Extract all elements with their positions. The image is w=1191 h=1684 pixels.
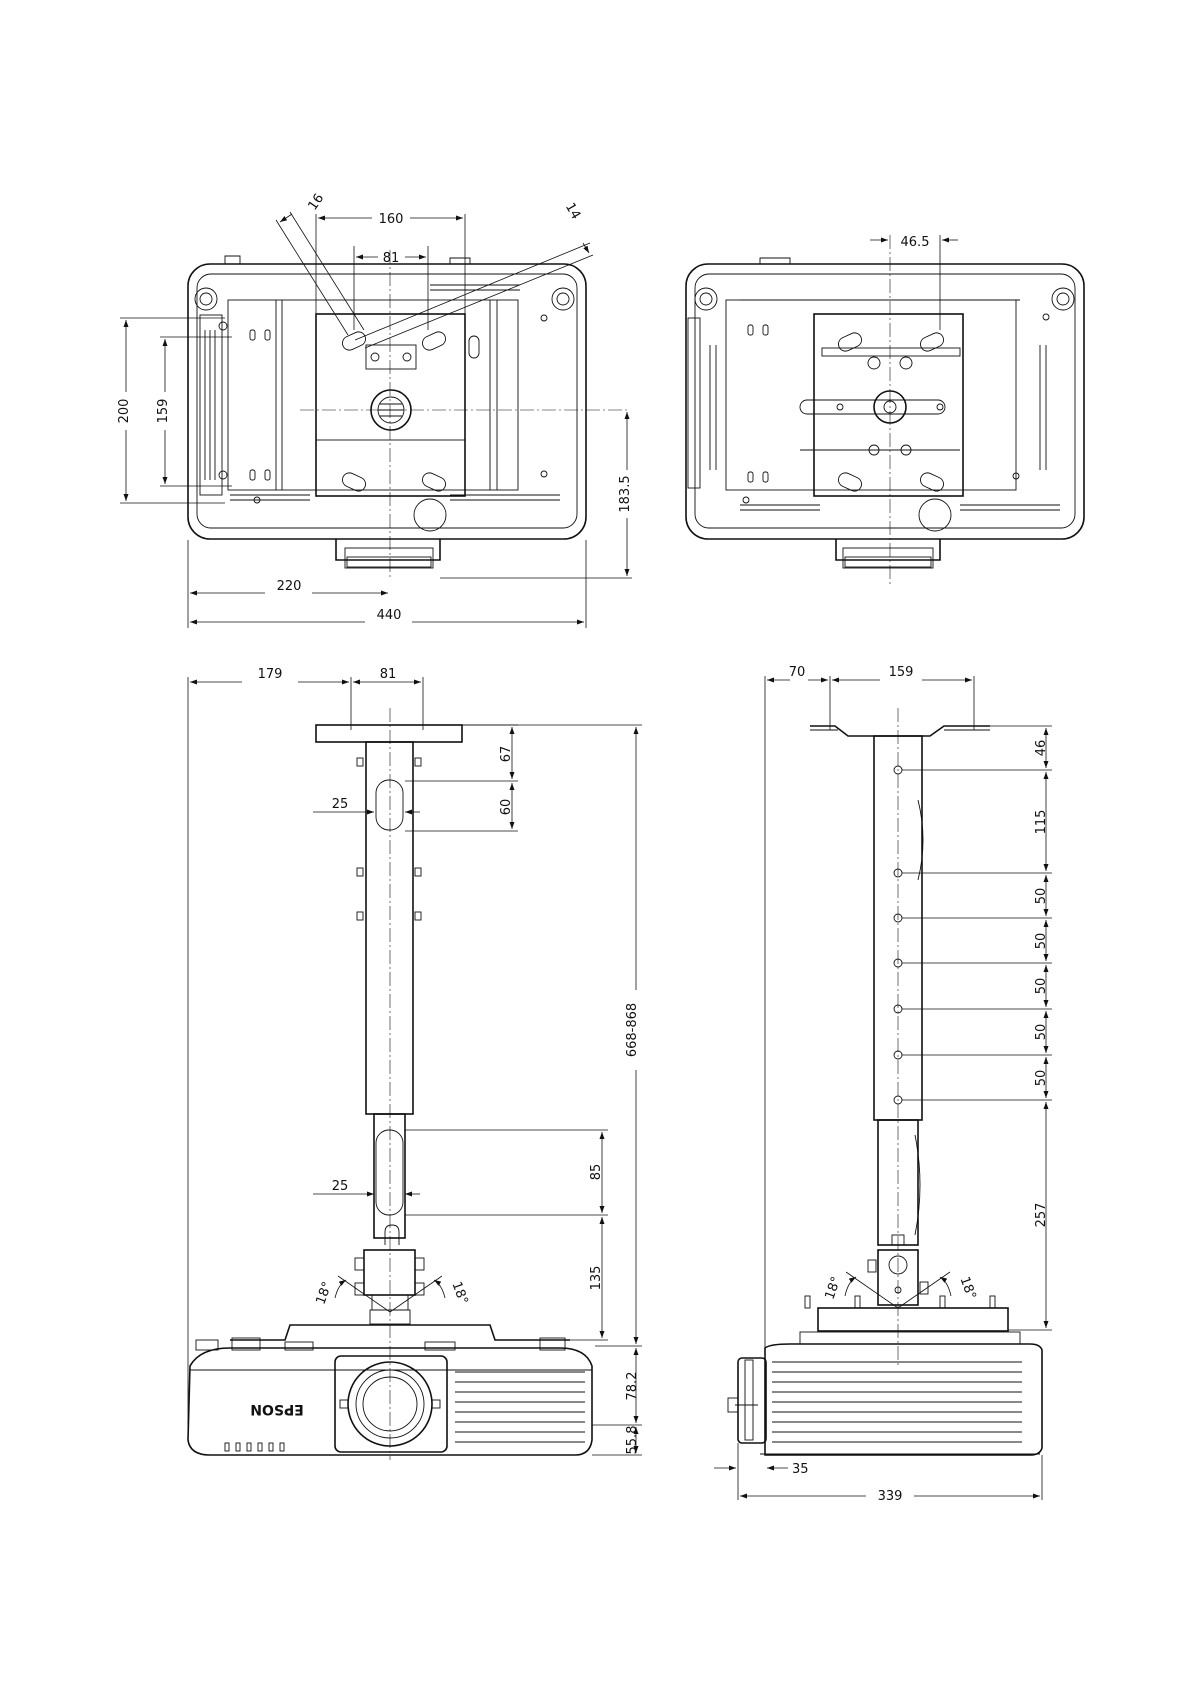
dim-115: 115 [1034, 810, 1049, 835]
dim-14: 14 [562, 200, 583, 222]
dimensions-top-right: 46.5 [870, 235, 958, 330]
angle-18-left-side: 18° [822, 1275, 844, 1302]
dim-81-front: 81 [380, 667, 397, 682]
dim-257: 257 [1034, 1203, 1049, 1228]
dim-159-side: 159 [889, 665, 914, 680]
brand-logo: EPSON [250, 1401, 304, 1417]
projector-side [728, 1344, 1042, 1455]
view-top-right: 46.5 [686, 235, 1084, 585]
dim-220: 220 [277, 579, 302, 594]
dim-159: 159 [156, 399, 171, 424]
dim-25-bottom: 25 [332, 1179, 349, 1194]
dim-183-5: 183.5 [618, 475, 633, 512]
dim-16: 16 [306, 191, 328, 213]
dim-46-5: 46.5 [901, 235, 930, 250]
dim-85: 85 [589, 1164, 604, 1181]
dim-440: 440 [377, 608, 402, 623]
dimensions-top-left: 160 81 16 14 200 [117, 191, 633, 628]
dim-50-5: 50 [1034, 1070, 1049, 1087]
dim-60: 60 [499, 799, 514, 816]
dim-55-8: 55.8 [625, 1426, 640, 1455]
dim-179: 179 [258, 667, 283, 682]
dim-67: 67 [499, 746, 514, 763]
view-top-left: 160 81 16 14 200 [117, 191, 633, 628]
angle-18-right: 18° [449, 1280, 471, 1307]
mount-pole-side [800, 726, 1020, 1344]
dim-339: 339 [878, 1489, 903, 1504]
dimensions-front: 179 81 67 60 25 668-868 [188, 667, 642, 1455]
dim-78-2: 78.2 [625, 1372, 640, 1401]
dim-50-3: 50 [1034, 978, 1049, 995]
dim-50-2: 50 [1034, 933, 1049, 950]
dim-135: 135 [589, 1266, 604, 1291]
ceiling-plate-right [800, 314, 963, 531]
projector-outline-right [686, 258, 1084, 539]
dim-81: 81 [383, 251, 400, 266]
angle-18-right-side: 18° [957, 1275, 979, 1302]
dim-35: 35 [792, 1462, 809, 1477]
dim-50-1: 50 [1034, 888, 1049, 905]
dim-70: 70 [789, 665, 806, 680]
dim-160: 160 [379, 212, 404, 227]
ceiling-plate [316, 314, 479, 531]
mount-pole-front [230, 725, 570, 1340]
dim-668-868: 668-868 [625, 1003, 640, 1057]
view-front: EPSON 179 81 67 60 [188, 667, 642, 1460]
dim-25-top: 25 [332, 797, 349, 812]
lens-bracket-right [836, 539, 940, 568]
view-side: 70 159 46 115 50 50 [714, 665, 1052, 1504]
dim-50-4: 50 [1034, 1024, 1049, 1041]
dim-200: 200 [117, 399, 132, 424]
angle-18-left: 18° [313, 1280, 335, 1307]
dim-46: 46 [1034, 740, 1049, 757]
lens-bracket [336, 539, 440, 568]
